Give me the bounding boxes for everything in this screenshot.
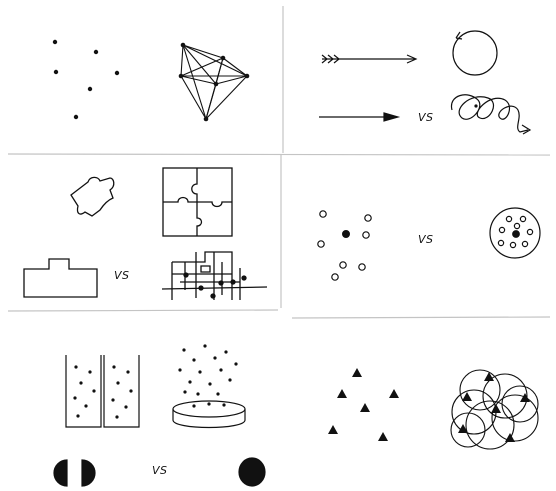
dots-cell-panel: VS <box>318 208 540 280</box>
scattered-triangles <box>328 368 399 441</box>
building-block-outline <box>24 259 97 297</box>
direction-panel: VS <box>319 31 530 134</box>
dish-with-particles <box>173 344 245 427</box>
scattered-dots <box>53 40 119 119</box>
tube-dots <box>73 365 132 418</box>
scattered-open-dots <box>318 211 371 280</box>
vs-label: VS <box>418 111 434 124</box>
interlocking-blocks <box>162 252 267 300</box>
single-puzzle-piece <box>71 177 114 216</box>
circle-loop <box>453 31 497 75</box>
triangle-circles-panel <box>328 368 538 449</box>
vs-label: VS <box>418 233 434 246</box>
whole-circle <box>239 458 265 486</box>
vs-label: VS <box>152 464 168 477</box>
network-panel <box>53 40 250 122</box>
split-circle <box>54 460 95 486</box>
container-panel: VS <box>54 344 265 486</box>
squiggle-path <box>451 95 530 134</box>
grid-dividers <box>8 6 550 318</box>
assembled-puzzle <box>163 168 232 236</box>
connected-network <box>181 45 247 119</box>
puzzle-panel: VS <box>24 168 267 300</box>
feathered-arrow <box>322 55 416 63</box>
vs-label: VS <box>114 269 130 282</box>
straight-arrow <box>319 113 398 121</box>
cell-with-dots <box>490 208 540 258</box>
